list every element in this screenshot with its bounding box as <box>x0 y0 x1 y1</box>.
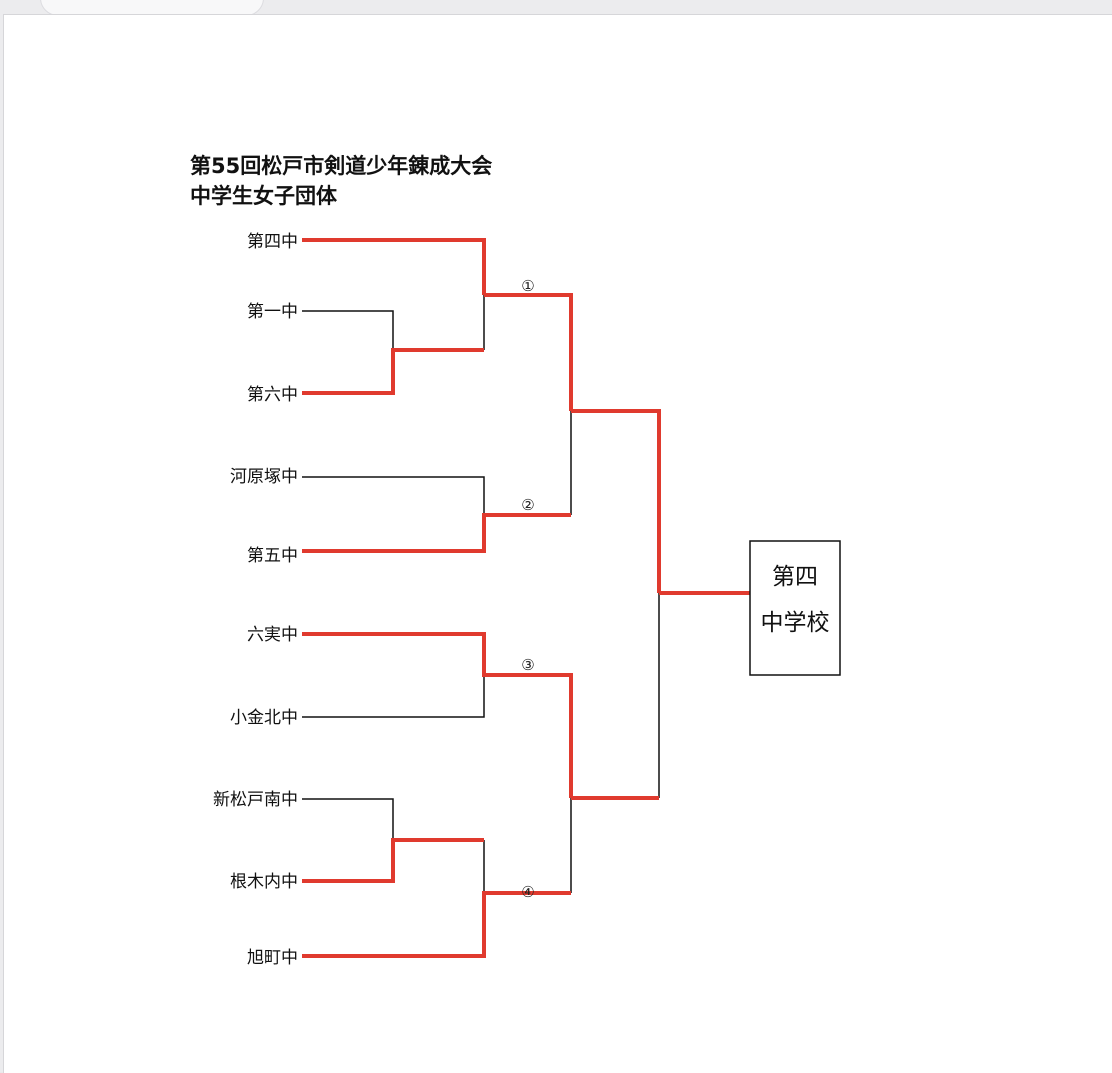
line-team-8 <box>302 798 394 840</box>
title-line-1: 第55回松戸市剣道少年錬成大会 <box>190 154 492 178</box>
team-label-1: 第四中 <box>247 232 298 252</box>
win-match-1 <box>484 293 573 411</box>
title-line-2: 中学生女子団体 <box>190 184 338 208</box>
line-team-2 <box>302 310 394 350</box>
match-label-3: ③ <box>521 656 534 674</box>
team-label-3: 第六中 <box>247 385 298 405</box>
win-team-5 <box>302 513 571 553</box>
team-label-5: 第五中 <box>247 546 298 566</box>
winner-line-2: 中学校 <box>761 610 830 636</box>
win-semifinal-1 <box>571 409 661 593</box>
team-label-10: 旭町中 <box>247 948 298 968</box>
win-team-6 <box>302 632 573 798</box>
match-label-4: ④ <box>521 883 534 901</box>
team-label-6: 六実中 <box>247 625 298 645</box>
winning-paths <box>302 238 750 958</box>
document-page <box>3 14 1112 1073</box>
team-label-7: 小金北中 <box>230 708 298 728</box>
losing-paths <box>302 295 660 893</box>
win-team-10 <box>302 891 571 958</box>
team-label-9: 根木内中 <box>230 872 298 892</box>
winner-line-1: 第四 <box>772 564 818 590</box>
line-team-7 <box>302 675 485 718</box>
team-label-8: 新松戸南中 <box>213 790 298 810</box>
match-label-1: ① <box>521 277 534 295</box>
team-label-2: 第一中 <box>247 302 298 322</box>
win-team-1 <box>302 238 486 295</box>
win-team-9 <box>302 838 484 883</box>
win-team-3 <box>302 348 484 395</box>
team-label-4: 河原塚中 <box>230 467 298 487</box>
line-team-4 <box>302 476 485 515</box>
match-label-2: ② <box>521 496 534 514</box>
winner-box <box>749 540 841 676</box>
